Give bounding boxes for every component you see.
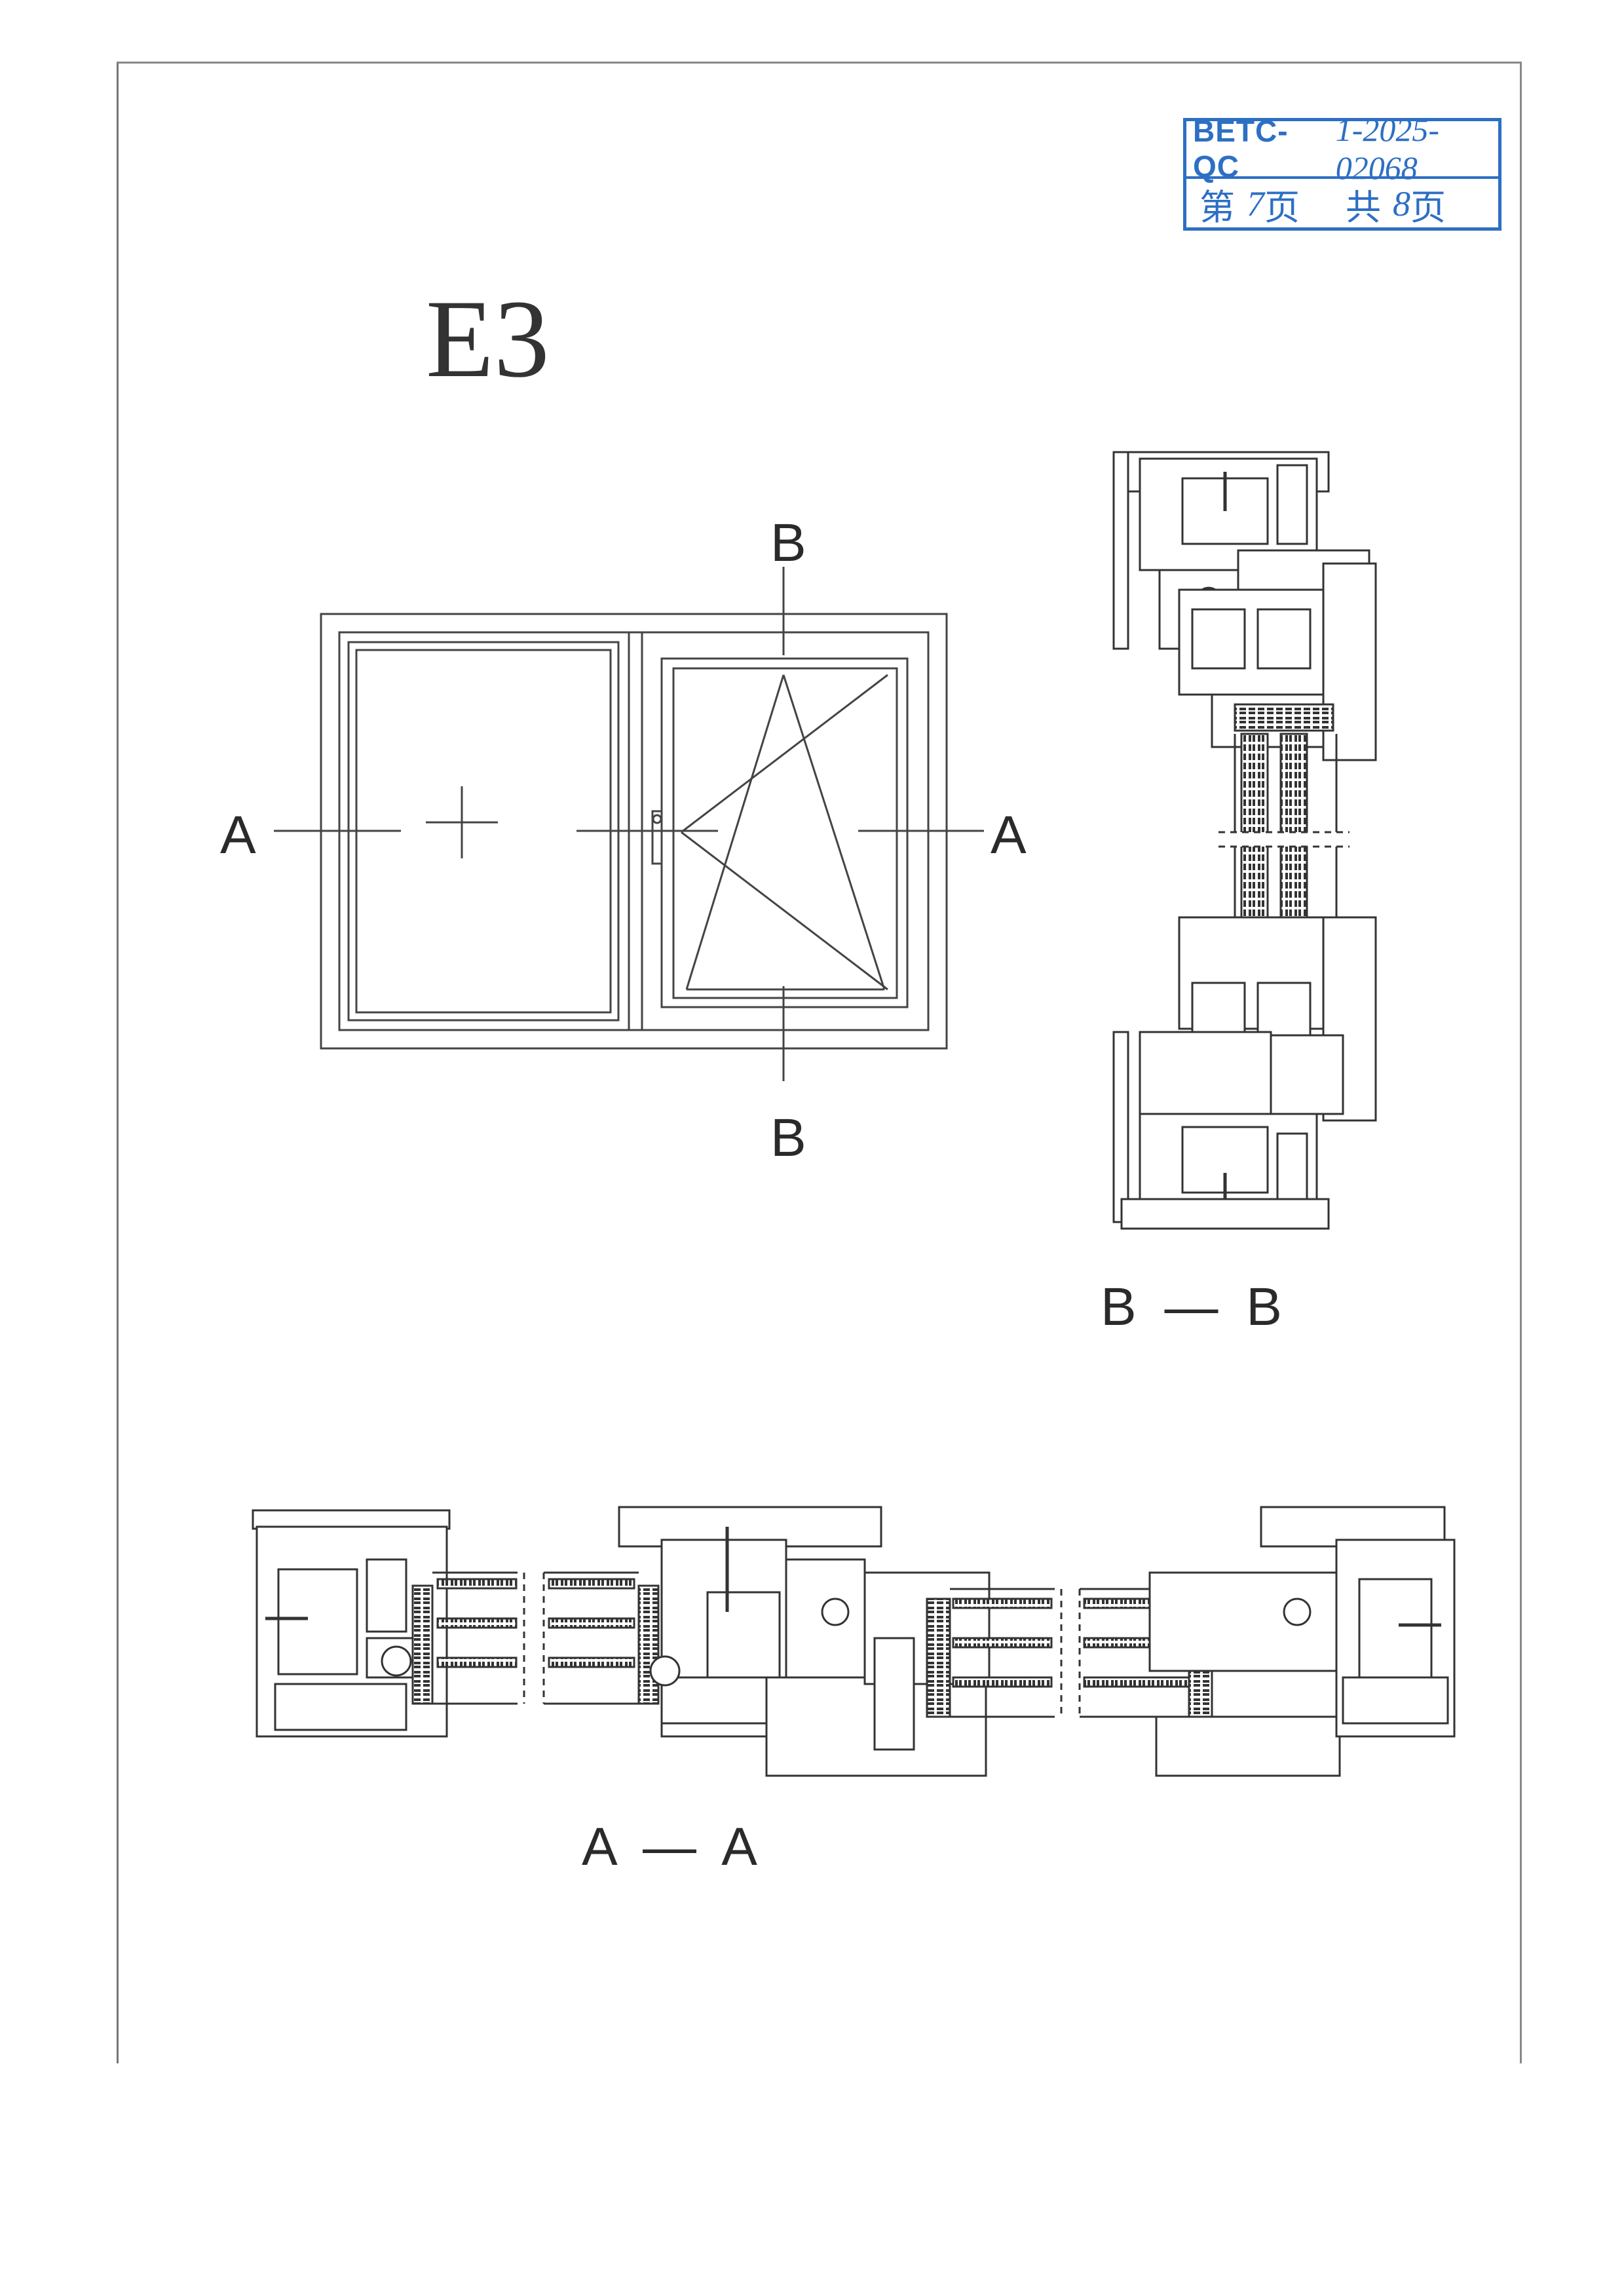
sash-outer xyxy=(660,657,909,1008)
page-frame-border xyxy=(117,62,1522,2063)
section-aa-letter-1: A xyxy=(582,1817,615,1877)
section-bb-letter-1: B xyxy=(1101,1277,1137,1337)
turn-line-top xyxy=(681,674,888,833)
turn-line-bottom xyxy=(681,831,888,991)
handle xyxy=(651,810,663,865)
stamp-page-suffix: 页 xyxy=(1264,186,1300,228)
stamp-page-row: 第 7 页 共 8 页 xyxy=(1186,176,1498,231)
section-aa-dash: — xyxy=(642,1817,696,1877)
stamp-number: 1-2025-02068 xyxy=(1335,111,1440,186)
inspection-stamp: BETC-QC 1-2025-02068 第 7 页 共 8 页 xyxy=(1183,111,1501,231)
stamp-code: BETC-QC xyxy=(1193,114,1289,183)
stamp-page-total: 8 xyxy=(1393,184,1410,223)
section-mark-a-left: A xyxy=(220,805,256,865)
section-bb-caption: B — B xyxy=(1101,1276,1282,1338)
tilt-line-left xyxy=(685,674,785,990)
section-bb-letter-2: B xyxy=(1246,1277,1282,1337)
section-bb-drawing xyxy=(1112,451,1377,1230)
tilt-line-right xyxy=(782,674,886,990)
sash-inner xyxy=(672,667,898,999)
section-bb-dash: — xyxy=(1164,1277,1218,1337)
stamp-total-prefix: 共 xyxy=(1346,186,1381,228)
window-elevation xyxy=(274,567,984,1081)
section-mark-a-right: A xyxy=(991,805,1027,865)
section-aa-drawing xyxy=(252,1506,1456,1777)
section-aa-letter-2: A xyxy=(721,1817,757,1877)
stamp-total-suffix: 页 xyxy=(1410,186,1446,228)
section-mark-b-top: B xyxy=(770,513,806,573)
section-aa-caption: A — A xyxy=(582,1816,757,1878)
section-mark-b-bottom: B xyxy=(770,1108,806,1168)
handle-pivot xyxy=(652,814,662,824)
stamp-code-row: BETC-QC 1-2025-02068 xyxy=(1186,111,1498,186)
drawing-title: E3 xyxy=(426,277,550,400)
aa-left-chamber xyxy=(277,1568,358,1675)
stamp-page-prefix: 第 xyxy=(1199,186,1235,228)
aa-right-chamber xyxy=(1358,1578,1433,1679)
stamp-page-current: 7 xyxy=(1247,184,1264,223)
